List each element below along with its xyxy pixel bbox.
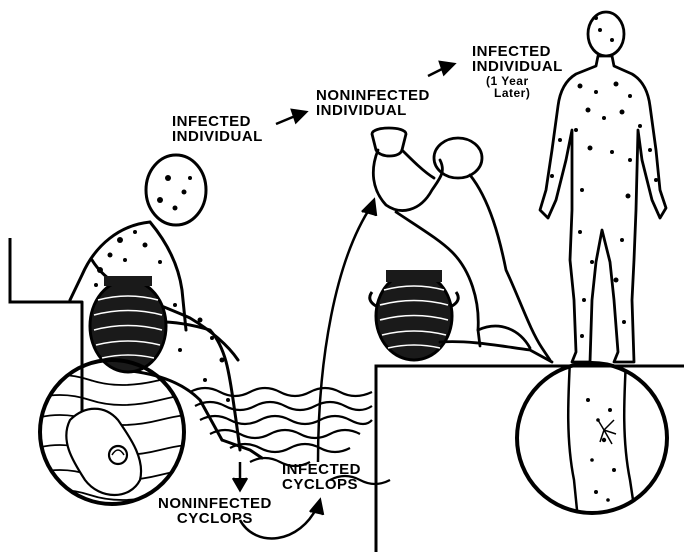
arrow-infected-to-noninfected <box>276 110 306 124</box>
arrow-noninfected-to-infected-later <box>428 62 454 76</box>
arrow-down-noninfected-cyclops <box>233 462 247 490</box>
label-noninfected-individual: NONINFECTED INDIVIDUAL <box>316 88 430 118</box>
label-noninfected-cyclops: NONINFECTED CYCLOPS <box>158 496 272 526</box>
label-infected-individual: INFECTED INDIVIDUAL <box>172 114 263 144</box>
label-infected-individual-later: INFECTED INDIVIDUAL (1 Year Later) <box>472 44 563 99</box>
water-jar-left <box>90 276 166 372</box>
water-jar-right <box>370 270 459 360</box>
guinea-worm-blister <box>598 420 616 444</box>
magnified-leg-right <box>517 360 667 520</box>
label-infected-cyclops: INFECTED CYCLOPS <box>282 462 361 492</box>
wall-corner <box>10 238 82 302</box>
